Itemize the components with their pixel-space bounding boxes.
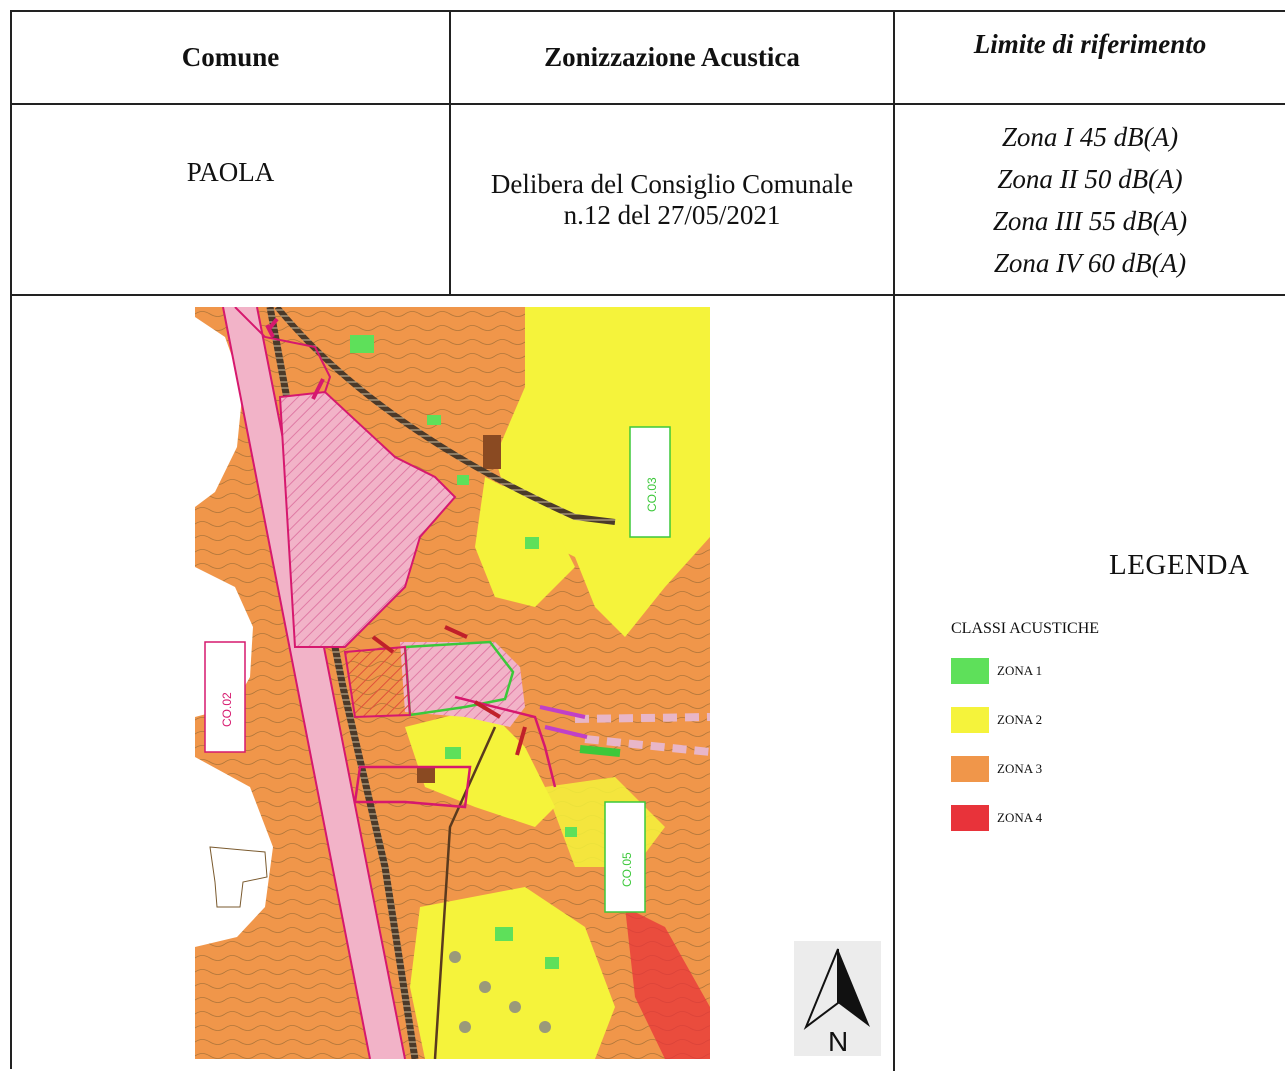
limite-zona-3: Zona III 55 dB(A) xyxy=(992,205,1188,236)
map-cell: CO.03 CO.02 CO.05 N xyxy=(12,296,895,1071)
building-brown xyxy=(417,767,435,783)
zona-1-patch xyxy=(427,415,441,425)
tunnel-dashed xyxy=(574,713,710,723)
arrow-red xyxy=(371,635,395,654)
header-limite: Limite di riferimento xyxy=(895,12,1285,105)
legend-item-zona-3: ZONA 3 xyxy=(951,756,1042,782)
legend-swatch-zona-1 xyxy=(951,658,989,684)
coast-white-area xyxy=(195,317,243,507)
arrow-green xyxy=(579,745,621,757)
cell-delibera: Delibera del Consiglio Comunale n.12 del… xyxy=(451,105,895,296)
highway-band xyxy=(223,307,405,1059)
building-brown xyxy=(483,435,501,469)
label-co02-text: CO.02 xyxy=(220,692,234,727)
cell-limiti: Zona I 45 dB(A) Zona II 50 dB(A) Zona II… xyxy=(895,105,1285,296)
building-circle xyxy=(449,951,461,963)
delibera-line-2: n.12 del 27/05/2021 xyxy=(563,199,781,230)
delibera-line-1: Delibera del Consiglio Comunale xyxy=(490,168,854,199)
zona-1-patch xyxy=(565,827,577,837)
compass-icon: N xyxy=(803,948,870,1057)
arrow-red xyxy=(444,625,468,639)
building-circle xyxy=(509,1001,521,1013)
arrow-purple xyxy=(544,725,588,739)
zona-2-area-east xyxy=(495,307,710,637)
project-boundary xyxy=(343,645,412,719)
arrow-red xyxy=(515,726,527,756)
limite-zona-2: Zona II 50 dB(A) xyxy=(997,163,1183,194)
arrow-red xyxy=(473,700,502,719)
railway-spur xyxy=(433,726,497,1059)
arrow-purple xyxy=(539,705,586,719)
legend-label-zona-3: ZONA 3 xyxy=(997,761,1043,776)
zonizzazione-table: Comune Zonizzazione Acustica Limite di r… xyxy=(10,10,1285,1071)
legend-label-zona-4: ZONA 4 xyxy=(997,810,1043,825)
legend-item-zona-2: ZONA 2 xyxy=(951,707,1042,733)
legend-swatch-zona-4 xyxy=(951,805,989,831)
acoustic-zoning-map: CO.03 CO.02 CO.05 xyxy=(195,307,710,1059)
legend-cell: LEGENDA CLASSI ACUSTICHE ZONA 1 ZONA 2 Z… xyxy=(895,296,1285,1071)
zona-1-patch xyxy=(495,927,513,941)
zona-1-patch xyxy=(445,747,461,759)
highway-edge xyxy=(222,307,371,1059)
legend-item-zona-4: ZONA 4 xyxy=(951,805,1042,831)
limite-zona-1: Zona I 45 dB(A) xyxy=(1001,121,1179,152)
building-circle xyxy=(479,981,491,993)
project-boundary xyxy=(353,765,472,809)
arrow-red xyxy=(265,317,279,338)
legend-label-zona-1: ZONA 1 xyxy=(997,663,1043,678)
project-area-hatch xyxy=(278,390,457,648)
compass-n-text: N xyxy=(828,1026,848,1056)
north-arrow: N xyxy=(794,941,881,1057)
project-boundary xyxy=(454,695,557,788)
legend-label-zona-2: ZONA 2 xyxy=(997,712,1043,727)
zona-2-area-mid xyxy=(405,707,555,827)
legend-title: LEGENDA xyxy=(1109,549,1250,581)
arrow-red xyxy=(311,378,325,400)
zona-1-patch xyxy=(350,335,374,353)
zona-1-patch xyxy=(545,957,559,969)
zona-1-patch xyxy=(457,475,469,485)
project-boundary xyxy=(234,307,332,393)
zona-1-patch xyxy=(525,537,539,549)
building-circle xyxy=(459,1021,471,1033)
zona-4-area xyxy=(625,907,710,1059)
cell-comune: PAOLA xyxy=(12,105,451,296)
label-co05-text: CO.05 xyxy=(620,852,634,887)
legend-subtitle: CLASSI ACUSTICHE xyxy=(951,620,1100,637)
building-circle xyxy=(539,1021,551,1033)
legend-item-zona-1: ZONA 1 xyxy=(951,658,1042,684)
railway-line xyxy=(274,307,616,525)
zona-2-area-south xyxy=(410,887,615,1059)
legend-swatch-zona-2 xyxy=(951,707,989,733)
label-box-co02: CO.02 xyxy=(204,641,246,753)
header-comune: Comune xyxy=(12,12,451,105)
label-box-co03: CO.03 xyxy=(629,426,671,538)
label-co03-text: CO.03 xyxy=(645,477,659,512)
legend-swatch-zona-3 xyxy=(951,756,989,782)
limite-zona-4: Zona IV 60 dB(A) xyxy=(993,247,1187,278)
label-box-co05: CO.05 xyxy=(604,801,646,913)
header-zonizzazione: Zonizzazione Acustica xyxy=(451,12,895,105)
pier-white xyxy=(209,846,268,908)
